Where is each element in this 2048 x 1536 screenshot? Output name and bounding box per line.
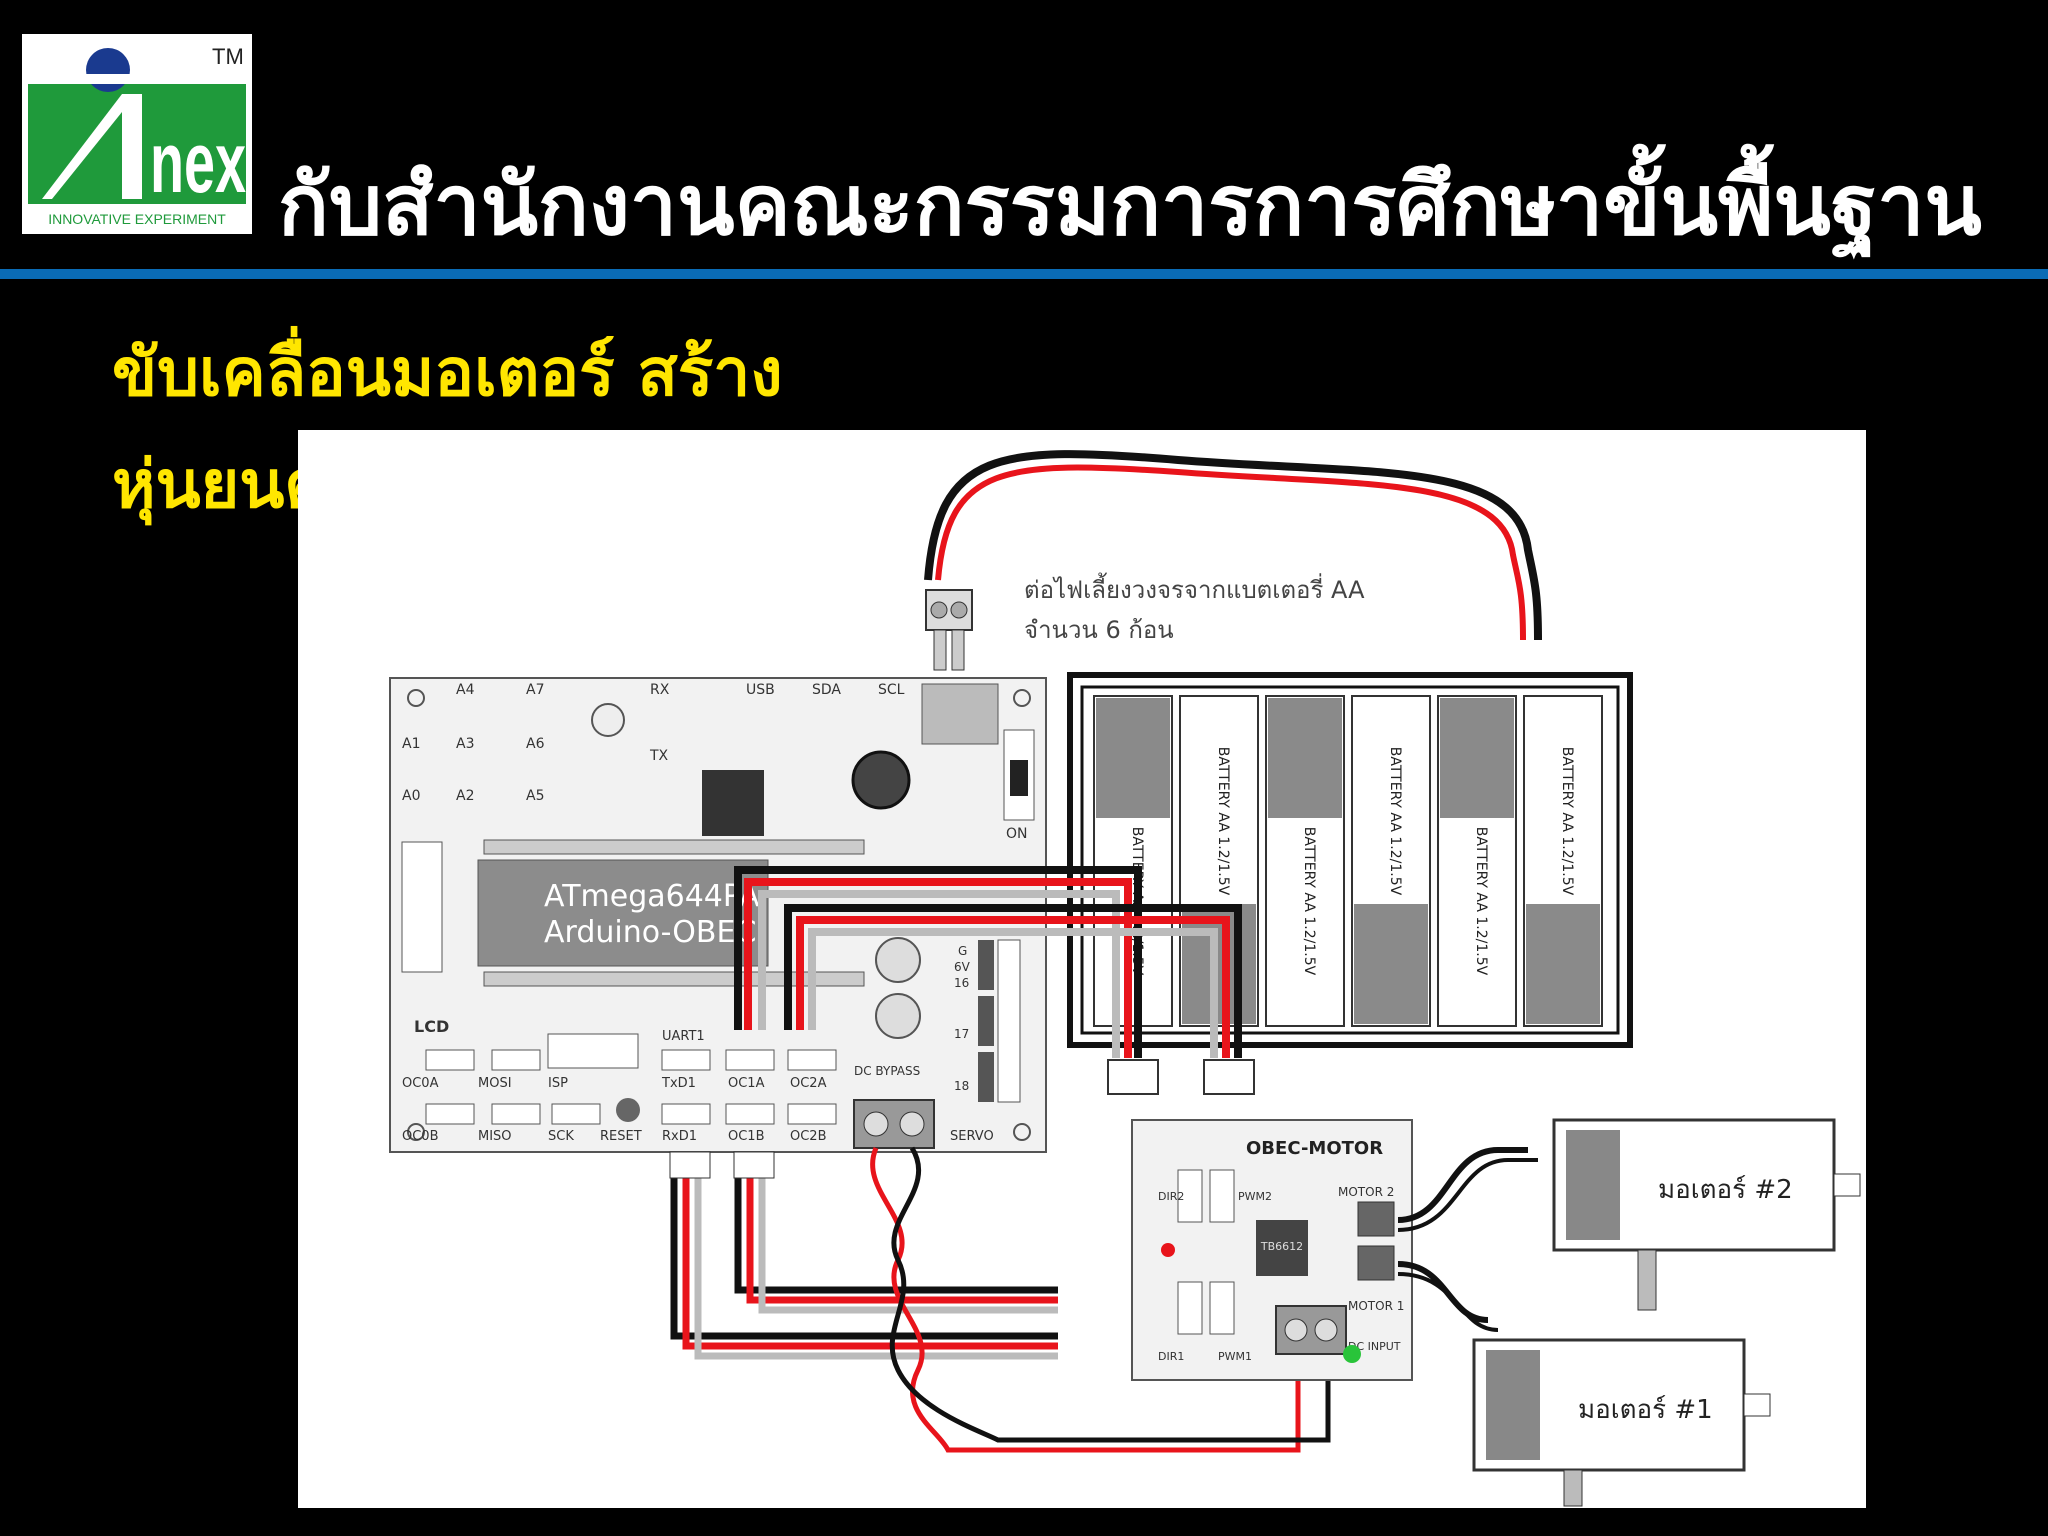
battery-cell: BATTERY AA 1.2/1.5V <box>1351 695 1431 1027</box>
pin-a2-label: A2 <box>456 788 474 804</box>
battery-cell-label: BATTERY AA 1.2/1.5V <box>1559 747 1575 896</box>
servo-6v-label: 6V <box>954 960 971 974</box>
txd1-label: TxD1 <box>661 1076 696 1091</box>
mosi-label: MOSI <box>478 1076 512 1091</box>
motor-2: มอเตอร์ #2 <box>1552 1118 1861 1311</box>
oc2a-label: OC2A <box>790 1076 827 1091</box>
servo-label: SERVO <box>950 1129 994 1144</box>
motor-1: มอเตอร์ #1 <box>1472 1338 1771 1507</box>
pwm1-label: PWM1 <box>1218 1350 1252 1363</box>
pwm-dir-wires <box>670 1170 1058 1360</box>
oc0b-label: OC0B <box>402 1129 439 1144</box>
battery-cell: BATTERY AA 1.2/1.5V <box>1179 695 1259 1027</box>
logo-wordmark: nex <box>150 115 246 211</box>
mcu-label-line1: ATmega644PA <box>544 879 760 914</box>
header-divider <box>0 269 2048 279</box>
servo-16-label: 16 <box>954 976 969 990</box>
uart1-label: UART1 <box>662 1029 705 1044</box>
mcu-label-line2: Arduino-OBEC <box>544 915 756 950</box>
battery-cell-label: BATTERY AA 1.2/1.5V <box>1301 827 1317 976</box>
scl-label: SCL <box>878 682 905 698</box>
pwm2-label: PWM2 <box>1238 1190 1272 1203</box>
sda-label: SDA <box>812 682 841 698</box>
pin-a6-label: A6 <box>526 736 545 752</box>
servo-17-label: 17 <box>954 1027 969 1041</box>
oc2b-label: OC2B <box>790 1129 827 1144</box>
dc-input-label: DC INPUT <box>1348 1340 1401 1353</box>
motor-1-label: มอเตอร์ #1 <box>1578 1395 1713 1425</box>
logo-tagline: INNOVATIVE EXPERIMENT <box>48 211 226 227</box>
inex-logo-graphic: nex TM INNOVATIVE EXPERIMENT <box>22 34 252 234</box>
slide-header-title: กับสำนักงานคณะกรรมการการศึกษาขั้นพื้นฐาน <box>278 156 1982 254</box>
oc1a-label: OC1A <box>728 1076 765 1091</box>
driver-chip-label: TB6612 <box>1260 1240 1303 1253</box>
inex-logo: nex TM INNOVATIVE EXPERIMENT <box>22 34 252 234</box>
motor-1-port-label: MOTOR 1 <box>1348 1299 1404 1313</box>
dir1-label: DIR1 <box>1158 1350 1184 1363</box>
sck-label: SCK <box>548 1129 574 1144</box>
dir2-label: DIR2 <box>1158 1190 1184 1203</box>
pin-a5-label: A5 <box>526 788 544 804</box>
wiring-diagram: ต่อไฟเลี้ยงวงจรจากแบตเตอรี่ AA จำนวน 6 ก… <box>298 430 1866 1508</box>
dc-bypass-label: DC BYPASS <box>854 1064 920 1078</box>
battery-cell: BATTERY AA 1.2/1.5V <box>1523 695 1603 1027</box>
battery-cell-label: BATTERY AA 1.2/1.5V <box>1473 827 1489 976</box>
motor-board-label: OBEC-MOTOR <box>1246 1138 1383 1159</box>
switch-on-label: ON <box>1006 826 1028 842</box>
pin-a1-label: A1 <box>402 736 420 752</box>
pin-a3-label: A3 <box>456 736 474 752</box>
battery-cell: BATTERY AA 1.2/1.5V <box>1437 695 1517 1027</box>
servo-18-label: 18 <box>954 1079 969 1093</box>
isp-label: ISP <box>548 1076 568 1091</box>
battery-cell-label: BATTERY AA 1.2/1.5V <box>1387 747 1403 896</box>
battery-holder: BATTERY AA 1.2/1.5V BATTERY AA 1.2/1.5V BA… <box>1067 672 1633 1048</box>
battery-cell: BATTERY AA 1.2/1.5V <box>1093 695 1173 1027</box>
pin-a7-label: A7 <box>526 682 544 698</box>
slide-subtitle-line1: ขับเคลื่อนมอเตอร์ สร้าง <box>112 334 783 411</box>
wiring-diagram-svg: ต่อไฟเลี้ยงวงจรจากแบตเตอรี่ AA จำนวน 6 ก… <box>298 430 1866 1508</box>
battery-cell: BATTERY AA 1.2/1.5V <box>1265 695 1345 1027</box>
pin-a4-label: A4 <box>456 682 475 698</box>
signal-ribbon-wires <box>734 866 1242 1058</box>
oc0a-label: OC0A <box>402 1076 439 1091</box>
reset-label: RESET <box>600 1129 642 1144</box>
servo-g-label: G <box>958 944 967 958</box>
slide-subtitle-line2: หุ่นยนต์ <box>112 446 328 523</box>
rxd1-label: RxD1 <box>662 1129 697 1144</box>
power-plug-connector <box>925 589 973 671</box>
miso-label: MISO <box>478 1129 512 1144</box>
oc1b-label: OC1B <box>728 1129 765 1144</box>
lcd-label: LCD <box>414 1017 449 1036</box>
usb-label: USB <box>746 682 775 698</box>
motor-2-port-label: MOTOR 2 <box>1338 1185 1394 1199</box>
power-note-line2: จำนวน 6 ก้อน <box>1024 616 1174 644</box>
rx-label: RX <box>650 682 670 698</box>
pin-a0-label: A0 <box>402 788 420 804</box>
power-note-line1: ต่อไฟเลี้ยงวงจรจากแบตเตอรี่ AA <box>1024 572 1365 604</box>
arduino-obec-board: ATmega644PA Arduino-OBEC ON RX TX USB SD… <box>389 677 1047 1153</box>
battery-cell-label: BATTERY AA 1.2/1.5V <box>1215 747 1231 896</box>
motor-2-label: มอเตอร์ #2 <box>1658 1175 1793 1205</box>
obec-motor-board: OBEC-MOTOR TB6612 DIR2 PWM2 DIR1 PWM1 MO… <box>1131 1119 1413 1381</box>
logo-trademark: TM <box>212 44 244 69</box>
tx-label: TX <box>649 748 669 764</box>
